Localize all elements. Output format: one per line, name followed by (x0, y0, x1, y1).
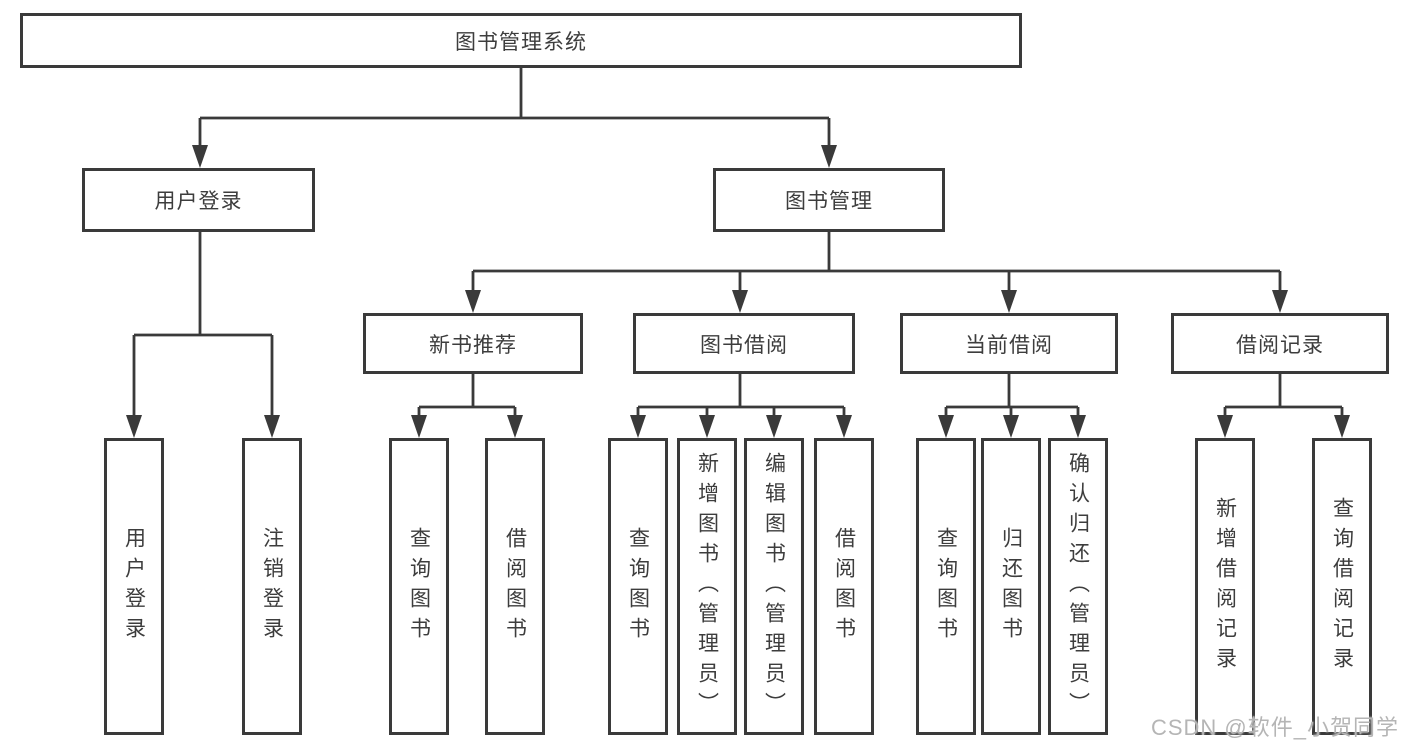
leaf-logout-label: 注销登录 (260, 526, 284, 647)
csdn-watermark: CSDN @软件_小贺同学 (1150, 715, 1399, 740)
leaf-records-add-record: 新增借阅记录 (1195, 438, 1255, 735)
leaf-borrow-borrow-books: 借阅图书 (814, 438, 874, 735)
node-book-borrowing: 图书借阅 (633, 313, 855, 374)
leaf-current-confirm-return-admin: 确认归还（管理员） (1048, 438, 1108, 735)
leaf-borrow-query-books-label: 查询图书 (626, 526, 650, 647)
leaf-records-query-record: 查询借阅记录 (1312, 438, 1372, 735)
leaf-user-login-label: 用户登录 (122, 526, 146, 647)
arrowheads (126, 145, 1350, 438)
leaf-newbook-query-books-label: 查询图书 (407, 526, 431, 647)
leaf-current-confirm-return-admin-label: 确认归还（管理员） (1066, 451, 1090, 722)
leaf-borrow-edit-books-admin: 编辑图书（管理员） (744, 438, 804, 735)
leaf-logout: 注销登录 (242, 438, 302, 735)
leaf-borrow-edit-books-admin-label: 编辑图书（管理员） (762, 451, 786, 722)
leaf-current-return-books-label: 归还图书 (999, 526, 1023, 647)
node-new-book-recommend: 新书推荐 (363, 313, 583, 374)
node-user-login: 用户登录 (82, 168, 315, 232)
leaf-borrow-add-books-admin: 新增图书（管理员） (677, 438, 737, 735)
leaf-newbook-query-books: 查询图书 (389, 438, 449, 735)
node-root: 图书管理系统 (20, 13, 1022, 68)
leaf-newbook-borrow-books-label: 借阅图书 (503, 526, 527, 647)
leaf-borrow-add-books-admin-label: 新增图书（管理员） (695, 451, 719, 722)
node-book-borrowing-label: 图书借阅 (700, 333, 788, 357)
leaf-current-query-books: 查询图书 (916, 438, 976, 735)
node-new-book-recommend-label: 新书推荐 (429, 333, 517, 357)
node-book-management: 图书管理 (713, 168, 945, 232)
node-borrowing-records-label: 借阅记录 (1236, 333, 1324, 357)
node-current-borrowing: 当前借阅 (900, 313, 1118, 374)
leaf-current-return-books: 归还图书 (981, 438, 1041, 735)
node-borrowing-records: 借阅记录 (1171, 313, 1389, 374)
node-root-label: 图书管理系统 (455, 30, 587, 54)
leaf-borrow-query-books: 查询图书 (608, 438, 668, 735)
leaf-newbook-borrow-books: 借阅图书 (485, 438, 545, 735)
node-book-management-label: 图书管理 (785, 190, 873, 213)
leaf-records-query-record-label: 查询借阅记录 (1330, 496, 1354, 677)
leaf-user-login: 用户登录 (104, 438, 164, 735)
node-user-login-label: 用户登录 (154, 190, 243, 213)
node-current-borrowing-label: 当前借阅 (965, 333, 1053, 357)
leaf-records-add-record-label: 新增借阅记录 (1213, 496, 1237, 677)
leaf-current-query-books-label: 查询图书 (934, 526, 958, 647)
leaf-borrow-borrow-books-label: 借阅图书 (832, 526, 856, 647)
